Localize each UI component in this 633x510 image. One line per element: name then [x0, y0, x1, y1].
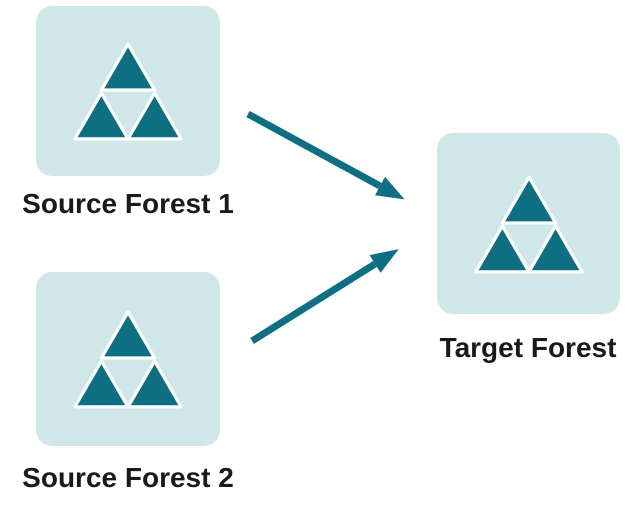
node-source-forest-2 [36, 272, 220, 446]
arrow-source1-to-target [246, 110, 405, 200]
node-label-source-forest-2: Source Forest 2 [22, 462, 234, 493]
arrow-source2-to-target [250, 249, 399, 344]
node-source-forest-1 [36, 6, 220, 176]
node-label-target-forest: Target Forest [439, 332, 617, 363]
node-label-source-forest-1: Source Forest 1 [22, 188, 234, 219]
node-target-forest [437, 133, 620, 314]
forest-icon [73, 310, 183, 409]
forest-icon [73, 42, 183, 141]
forest-icon [473, 175, 584, 273]
